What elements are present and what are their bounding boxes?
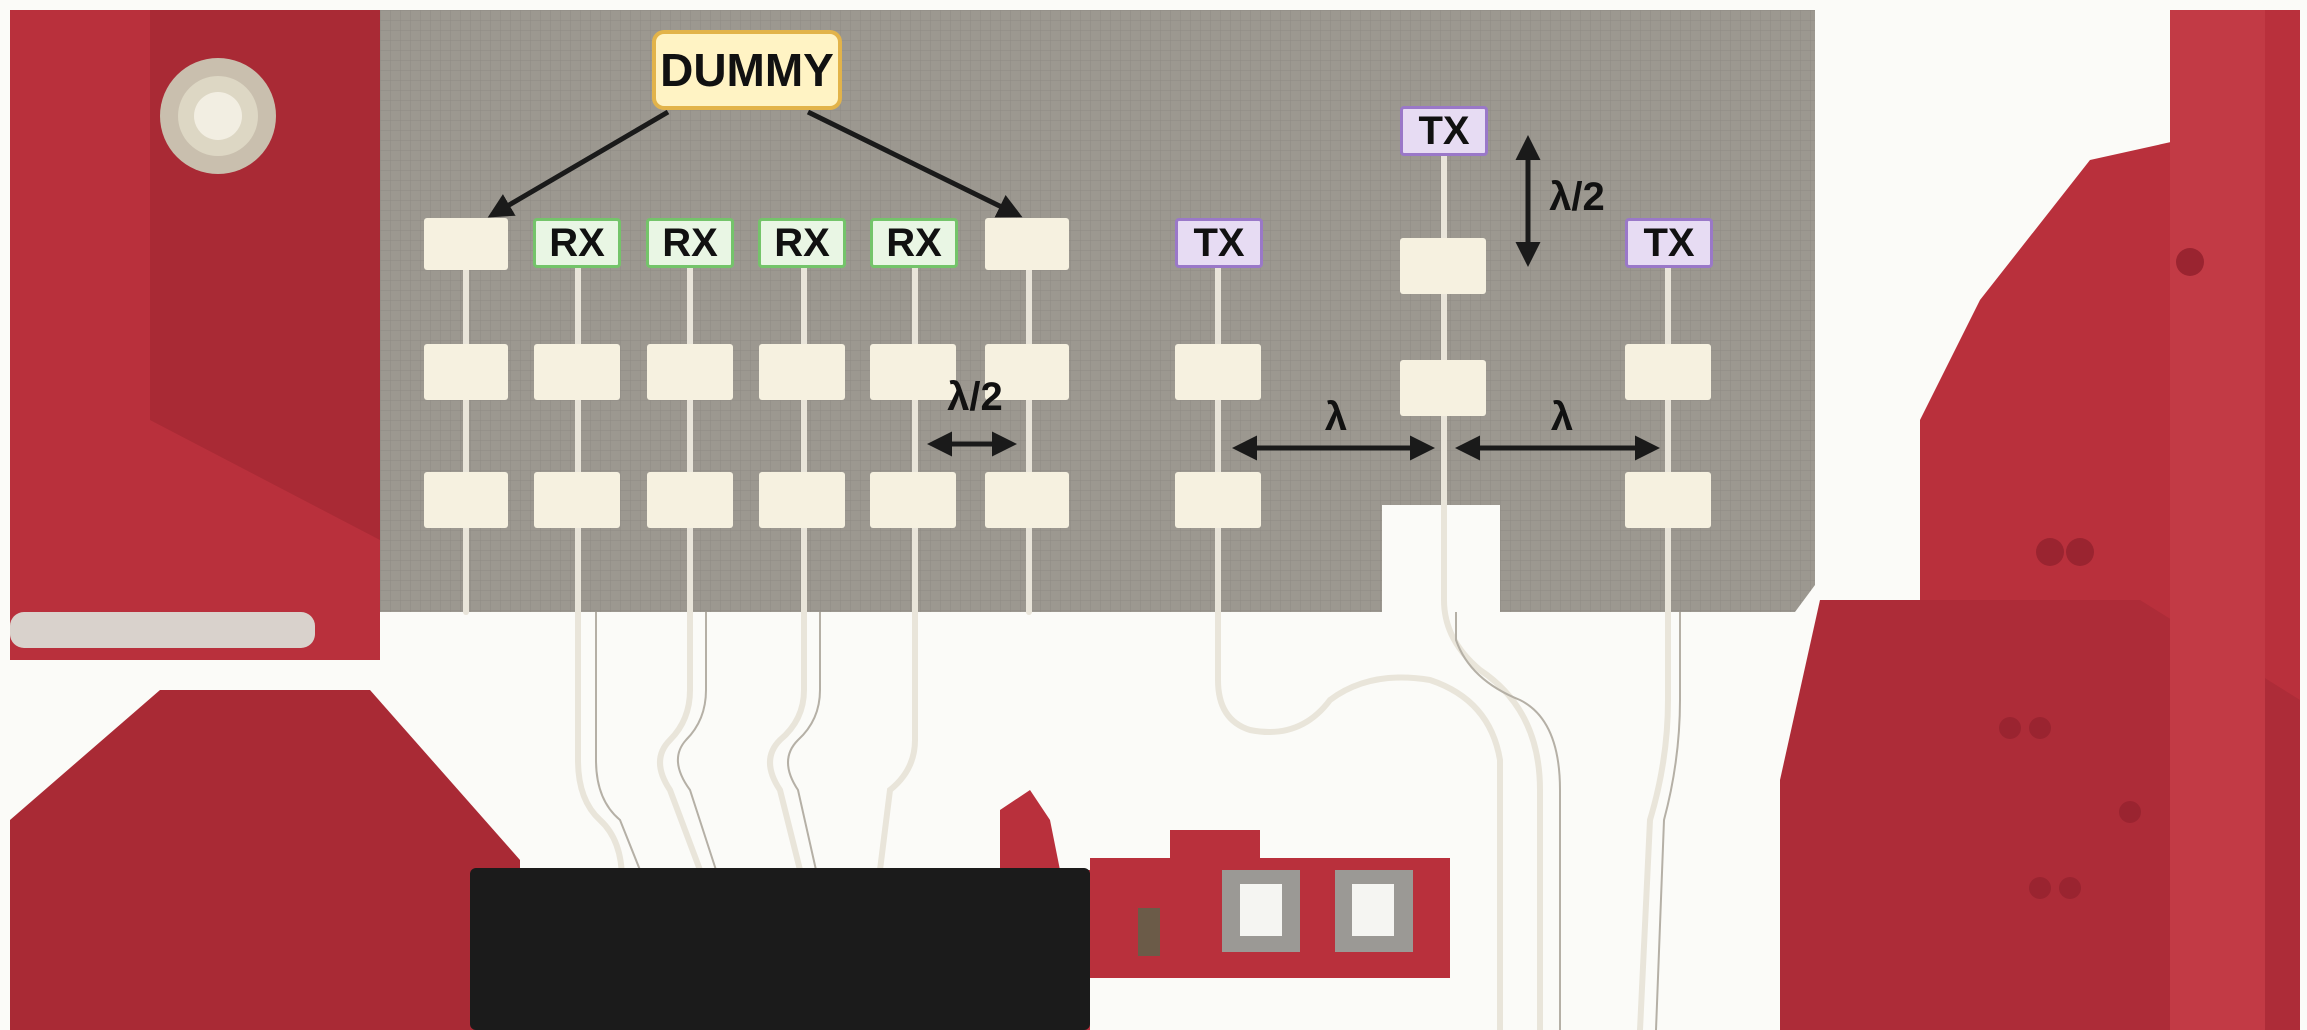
rx-label-2: RX <box>646 218 734 268</box>
dummy-label: DUMMY <box>652 30 842 110</box>
tx-label-2: TX <box>1400 106 1488 156</box>
antenna-substrate <box>380 10 1815 612</box>
annotation-arrows <box>487 109 1660 461</box>
feed-lines <box>463 137 1671 1030</box>
tx-label-1: TX <box>1175 218 1263 268</box>
rf-chip <box>470 790 1450 1030</box>
wavelength-label-2: λ <box>1550 394 1574 439</box>
tx-label-3: TX <box>1625 218 1713 268</box>
half-wavelength-label-tx: λ/2 <box>1549 174 1605 219</box>
half-wavelength-label-rx: λ/2 <box>947 374 1003 419</box>
wavelength-label-1: λ <box>1324 394 1348 439</box>
rx-label-1: RX <box>533 218 621 268</box>
rx-label-3: RX <box>758 218 846 268</box>
right-pcb-region <box>1780 10 2300 1030</box>
rx-label-4: RX <box>870 218 958 268</box>
left-pcb-region <box>10 10 520 1030</box>
patch-array <box>424 218 1711 528</box>
